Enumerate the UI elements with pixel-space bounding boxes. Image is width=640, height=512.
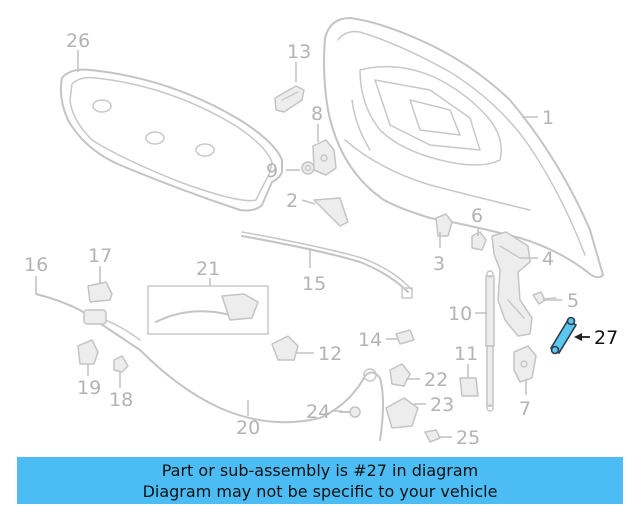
part-4-hinge bbox=[491, 231, 533, 337]
callout-6: 6 bbox=[471, 205, 483, 227]
part-19-clip bbox=[77, 339, 99, 365]
callout-19: 19 bbox=[77, 377, 101, 399]
callout-13: 13 bbox=[287, 41, 311, 63]
part-9-nut bbox=[301, 161, 315, 175]
part-17-handle bbox=[87, 281, 113, 303]
part-24-bolt bbox=[339, 406, 361, 418]
part-3-bumper bbox=[435, 213, 453, 237]
banner-line-2: Diagram may not be specific to your vehi… bbox=[142, 482, 498, 501]
callout-1: 1 bbox=[542, 107, 554, 129]
callout-18: 18 bbox=[109, 389, 133, 411]
part-22-clip bbox=[389, 363, 411, 387]
leader-lines bbox=[35, 50, 590, 438]
callout-16: 16 bbox=[24, 254, 48, 276]
part-5-bolt bbox=[532, 291, 557, 305]
info-banner: Part or sub-assembly is #27 in diagram D… bbox=[17, 457, 623, 504]
callout-4: 4 bbox=[542, 248, 554, 270]
callout-24: 24 bbox=[306, 401, 330, 423]
part-1-hood-panel bbox=[323, 17, 604, 279]
part-25-clip bbox=[424, 429, 441, 443]
callout-21: 21 bbox=[196, 258, 220, 280]
part-15-seal bbox=[241, 231, 413, 299]
part-18-clip bbox=[113, 355, 129, 373]
callout-5: 5 bbox=[567, 290, 579, 312]
part-6-stop bbox=[471, 231, 487, 251]
callout-8: 8 bbox=[311, 103, 323, 125]
part-12-latch bbox=[271, 335, 299, 361]
part-2-insulator bbox=[313, 197, 349, 227]
part-11-bracket bbox=[459, 377, 479, 397]
part-21-cable-assembly bbox=[147, 285, 269, 335]
part-10-strut bbox=[485, 270, 495, 412]
callout-9: 9 bbox=[266, 160, 278, 182]
arrow-icon bbox=[574, 333, 582, 341]
callout-3: 3 bbox=[433, 253, 445, 275]
part-26-hood-insulator bbox=[59, 68, 283, 212]
callout-17: 17 bbox=[88, 245, 112, 267]
part-13-bracket bbox=[274, 85, 305, 113]
part-27-highlighted bbox=[549, 316, 578, 355]
callout-14: 14 bbox=[358, 329, 382, 351]
callout-11: 11 bbox=[454, 343, 478, 365]
callout-26: 26 bbox=[66, 30, 90, 52]
callout-15: 15 bbox=[302, 273, 326, 295]
callout-25: 25 bbox=[456, 427, 480, 449]
part-23-bracket bbox=[385, 397, 419, 429]
part-14-bumper bbox=[395, 329, 415, 345]
callouts: 26 13 8 9 2 1 15 3 6 4 5 10 7 11 12 14 1… bbox=[24, 30, 618, 449]
part-7-bracket bbox=[513, 345, 537, 383]
callout-23: 23 bbox=[430, 394, 454, 416]
part-20-release-cable bbox=[35, 293, 384, 441]
callout-10: 10 bbox=[448, 303, 472, 325]
callout-2: 2 bbox=[286, 190, 298, 212]
callout-12: 12 bbox=[318, 343, 342, 365]
callout-7: 7 bbox=[519, 398, 531, 420]
callout-20: 20 bbox=[236, 417, 260, 439]
callout-27: 27 bbox=[594, 327, 618, 349]
banner-line-1: Part or sub-assembly is #27 in diagram bbox=[161, 461, 479, 480]
callout-22: 22 bbox=[424, 369, 448, 391]
part-8-bracket bbox=[312, 139, 337, 176]
